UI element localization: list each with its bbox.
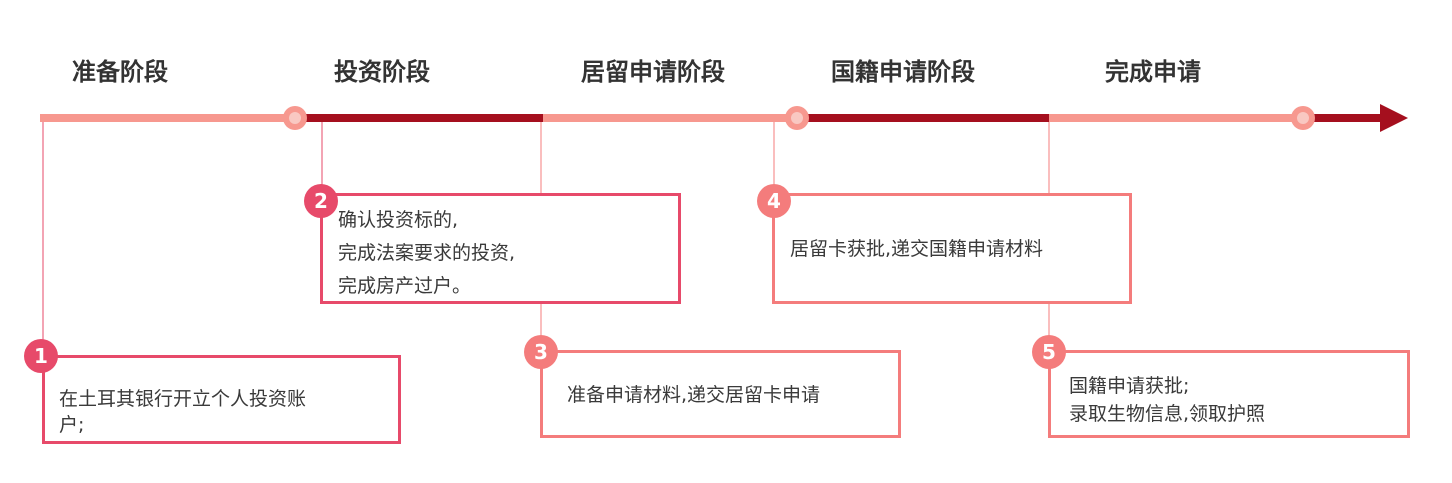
stage-label-4: 国籍申请阶段 xyxy=(831,58,975,86)
stage-label-2: 投资阶段 xyxy=(334,58,430,86)
step-2-line-2: 完成法案要求的投资, xyxy=(338,242,516,264)
step-box-3: 准备申请材料,递交居留卡申请 xyxy=(540,350,901,438)
step-badge-1: 1 xyxy=(24,339,58,373)
timeline-segment-5 xyxy=(1049,114,1303,122)
step-badge-4: 4 xyxy=(757,184,791,218)
step-1-line-1: 在土耳其银行开立个人投资账 xyxy=(59,388,307,410)
step-badge-3: 3 xyxy=(524,335,558,369)
timeline-segment-1 xyxy=(40,114,295,122)
timeline-segment-4 xyxy=(797,114,1049,122)
step-3-line-1: 准备申请材料,递交居留卡申请 xyxy=(567,384,821,406)
timeline-arrowhead xyxy=(1380,104,1408,132)
step-badge-5: 5 xyxy=(1032,335,1066,369)
step-badge-2: 2 xyxy=(304,184,338,218)
step-5-line-1: 国籍申请获批; xyxy=(1069,375,1190,397)
stage-label-3: 居留申请阶段 xyxy=(581,58,725,86)
timeline-segment-6 xyxy=(1303,114,1383,122)
step-5-line-2: 录取生物信息,领取护照 xyxy=(1069,403,1266,425)
step-box-2: 确认投资标的, 完成法案要求的投资, 完成房产过户。 xyxy=(320,193,681,304)
step-4-line-1: 居留卡获批,递交国籍申请材料 xyxy=(790,238,1044,260)
stage-label-5: 完成申请 xyxy=(1105,58,1201,86)
timeline-segment-2 xyxy=(295,114,543,122)
timeline-segment-3 xyxy=(543,114,797,122)
step-2-line-3: 完成房产过户。 xyxy=(338,275,472,297)
step-2-line-1: 确认投资标的, xyxy=(338,209,459,231)
step-box-1: 在土耳其银行开立个人投资账 户; xyxy=(42,355,401,444)
step-box-4: 居留卡获批,递交国籍申请材料 xyxy=(772,193,1132,304)
step-1-line-2: 户; xyxy=(59,414,85,436)
stage-label-1: 准备阶段 xyxy=(72,58,168,86)
step-box-5: 国籍申请获批; 录取生物信息,领取护照 xyxy=(1048,350,1410,438)
